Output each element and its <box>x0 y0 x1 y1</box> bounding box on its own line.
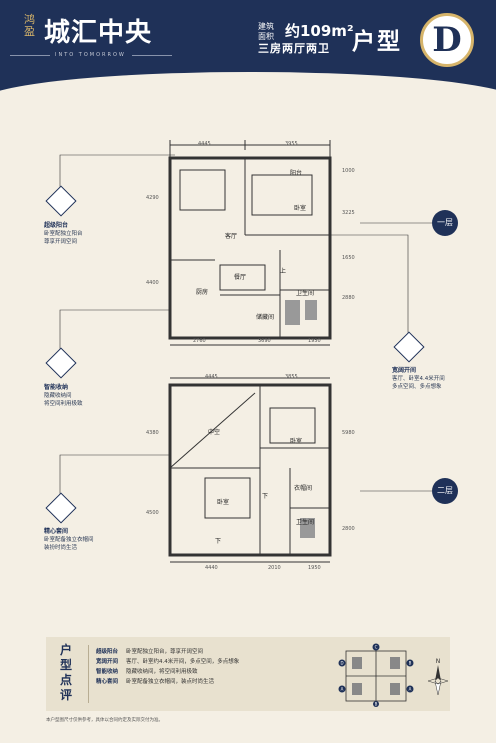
area-label: 建筑面积 <box>258 22 274 41</box>
second-floor-plan <box>168 377 332 563</box>
dim-top-a: 4445 <box>198 141 211 147</box>
brand-logo: 城汇中央 <box>44 18 153 48</box>
legend-panel: 户型点评 超级阳台 卧室配独立阳台，尊享开阔空间 宽阔开间 客厅、卧室约4.4米开间… <box>46 637 450 711</box>
dim-right-b: 3225 <box>342 210 355 216</box>
callout-balcony-line2: 尊享开阔空间 <box>44 239 78 245</box>
room-bath-2: 卫生间 <box>296 519 315 526</box>
room-closet: 衣帽间 <box>294 485 313 492</box>
dim-right-f: 2800 <box>342 526 355 532</box>
room-void: 中空 <box>208 429 221 436</box>
header: 鸿盈 城汇中央 INTO TOMORROW 建筑面积 约109m² 三房两厅两卫… <box>0 0 496 92</box>
legend-row: 宽阔开间 客厅、卧室约4.4米开间，多点空间，多点想象 <box>96 657 239 667</box>
keyplan-letter: A <box>409 687 412 692</box>
callout-balcony-line1: 卧室配独立阳台 <box>44 231 83 237</box>
type-badge: D <box>420 13 474 67</box>
dim-right-d: 2880 <box>342 295 355 301</box>
dim-top-c: 4445 <box>205 374 218 380</box>
dim-right-a: 1000 <box>342 168 355 174</box>
room-dining: 餐厅 <box>234 274 247 281</box>
brand-tagline: INTO TOMORROW <box>55 52 126 58</box>
callout-spacious-line1: 客厅、卧室4.4米开间 <box>392 376 445 382</box>
divider <box>132 55 172 56</box>
legend-key: 宽阔开间 <box>96 659 119 665</box>
compass-icon: N <box>427 658 449 696</box>
legend-row: 智能收纳 隐藏收纳间，将空间利用极致 <box>96 667 239 677</box>
room-bedroom: 卧室 <box>294 205 307 212</box>
dim-bottom-a: 2760 <box>193 338 206 344</box>
room-balcony: 阳台 <box>290 170 303 177</box>
callout-storage-line1: 隐藏收纳间 <box>44 393 72 399</box>
room-living: 客厅 <box>225 233 238 240</box>
callout-suite: 精心套间 卧室配备独立衣帽间 装扮时尚生活 <box>44 528 94 552</box>
callout-storage-title: 智能收纳 <box>44 384 69 391</box>
legend-row: 超级阳台 卧室配独立阳台，尊享开阔空间 <box>96 647 239 657</box>
room-bath: 卫生间 <box>296 290 315 297</box>
dim-bottom-c: 1950 <box>308 338 321 344</box>
dim-top-d: 3855 <box>285 374 298 380</box>
type-label: 户型 <box>352 28 402 55</box>
room-kitchen: 厨房 <box>196 289 209 296</box>
layout-text: 三房两厅两卫 <box>258 42 330 55</box>
dim-right-c: 1650 <box>342 255 355 261</box>
legend-value: 隐藏收纳间，将空间利用极致 <box>126 669 198 675</box>
stair-up: 上 <box>280 268 287 275</box>
callout-suite-line2: 装扮时尚生活 <box>44 545 78 551</box>
callout-storage: 智能收纳 隐藏收纳间 将空间利用极致 <box>44 384 83 408</box>
legend-value: 客厅、卧室约4.4米开间，多点空间，多点想象 <box>126 659 240 665</box>
floor-tag-first: 一层 <box>432 210 458 236</box>
dim-bottom-f: 1950 <box>308 565 321 571</box>
legend-value: 卧室配备独立衣帽间，装点时尚生活 <box>126 679 215 685</box>
callout-balcony: 超级阳台 卧室配独立阳台 尊享开阔空间 <box>44 222 83 246</box>
keyplan-letter: C <box>375 645 378 650</box>
divider <box>10 55 50 56</box>
legend-row: 精心套间 卧室配备独立衣帽间，装点时尚生活 <box>96 677 239 687</box>
callout-suite-title: 精心套间 <box>44 528 69 535</box>
dim-bottom-b: 3690 <box>258 338 271 344</box>
divider <box>88 645 89 703</box>
room-bedroom-1: 卧室 <box>290 438 303 445</box>
legend-key: 超级阳台 <box>96 649 119 655</box>
keyplan-letter: A <box>341 687 344 692</box>
callout-storage-line2: 将空间利用极致 <box>44 401 83 407</box>
floor-tag-second: 二层 <box>432 478 458 504</box>
dim-left-c: 4380 <box>146 430 159 436</box>
first-floor-plan <box>168 140 332 346</box>
callout-spacious-line2: 多点空间、多点想象 <box>392 384 442 390</box>
keyplan-letter: B <box>409 661 412 666</box>
keyplan-letter: B <box>375 702 378 707</box>
legend-key: 智能收纳 <box>96 669 119 675</box>
brand-small: 鸿盈 <box>24 13 35 38</box>
legend-key: 精心套间 <box>96 679 119 685</box>
callout-spacious-title: 宽阔开间 <box>392 367 417 374</box>
area-value: 约109m² <box>285 22 354 40</box>
dim-top-b: 3955 <box>285 141 298 147</box>
room-storage: 储藏间 <box>256 314 275 321</box>
legend-value: 卧室配独立阳台，尊享开阔空间 <box>126 649 204 655</box>
header-wave <box>0 72 496 92</box>
dim-left-b: 4400 <box>146 280 159 286</box>
stair-down-2: 下 <box>215 538 222 545</box>
dim-bottom-e: 2010 <box>268 565 281 571</box>
dim-right-e: 5980 <box>342 430 355 436</box>
legend-rows: 超级阳台 卧室配独立阳台，尊享开阔空间 宽阔开间 客厅、卧室约4.4米开间，多点空间… <box>96 647 239 687</box>
legend-title: 户型点评 <box>60 643 73 702</box>
callout-spacious: 宽阔开间 客厅、卧室4.4米开间 多点空间、多点想象 <box>392 367 445 391</box>
dim-left-a: 4290 <box>146 195 159 201</box>
compass-label: N <box>436 658 441 665</box>
stair-down-1: 下 <box>262 493 269 500</box>
disclaimer: 本户型图尺寸仅供参考，具体以合同约定及实际交付为准。 <box>46 718 163 723</box>
dim-bottom-d: 4440 <box>205 565 218 571</box>
keyplan-letter: D <box>340 661 343 666</box>
key-plan: C D A B A B <box>338 643 414 707</box>
dim-left-d: 4500 <box>146 510 159 516</box>
callout-suite-line1: 卧室配备独立衣帽间 <box>44 537 94 543</box>
callout-balcony-title: 超级阳台 <box>44 222 69 229</box>
room-bedroom-2: 卧室 <box>217 499 230 506</box>
